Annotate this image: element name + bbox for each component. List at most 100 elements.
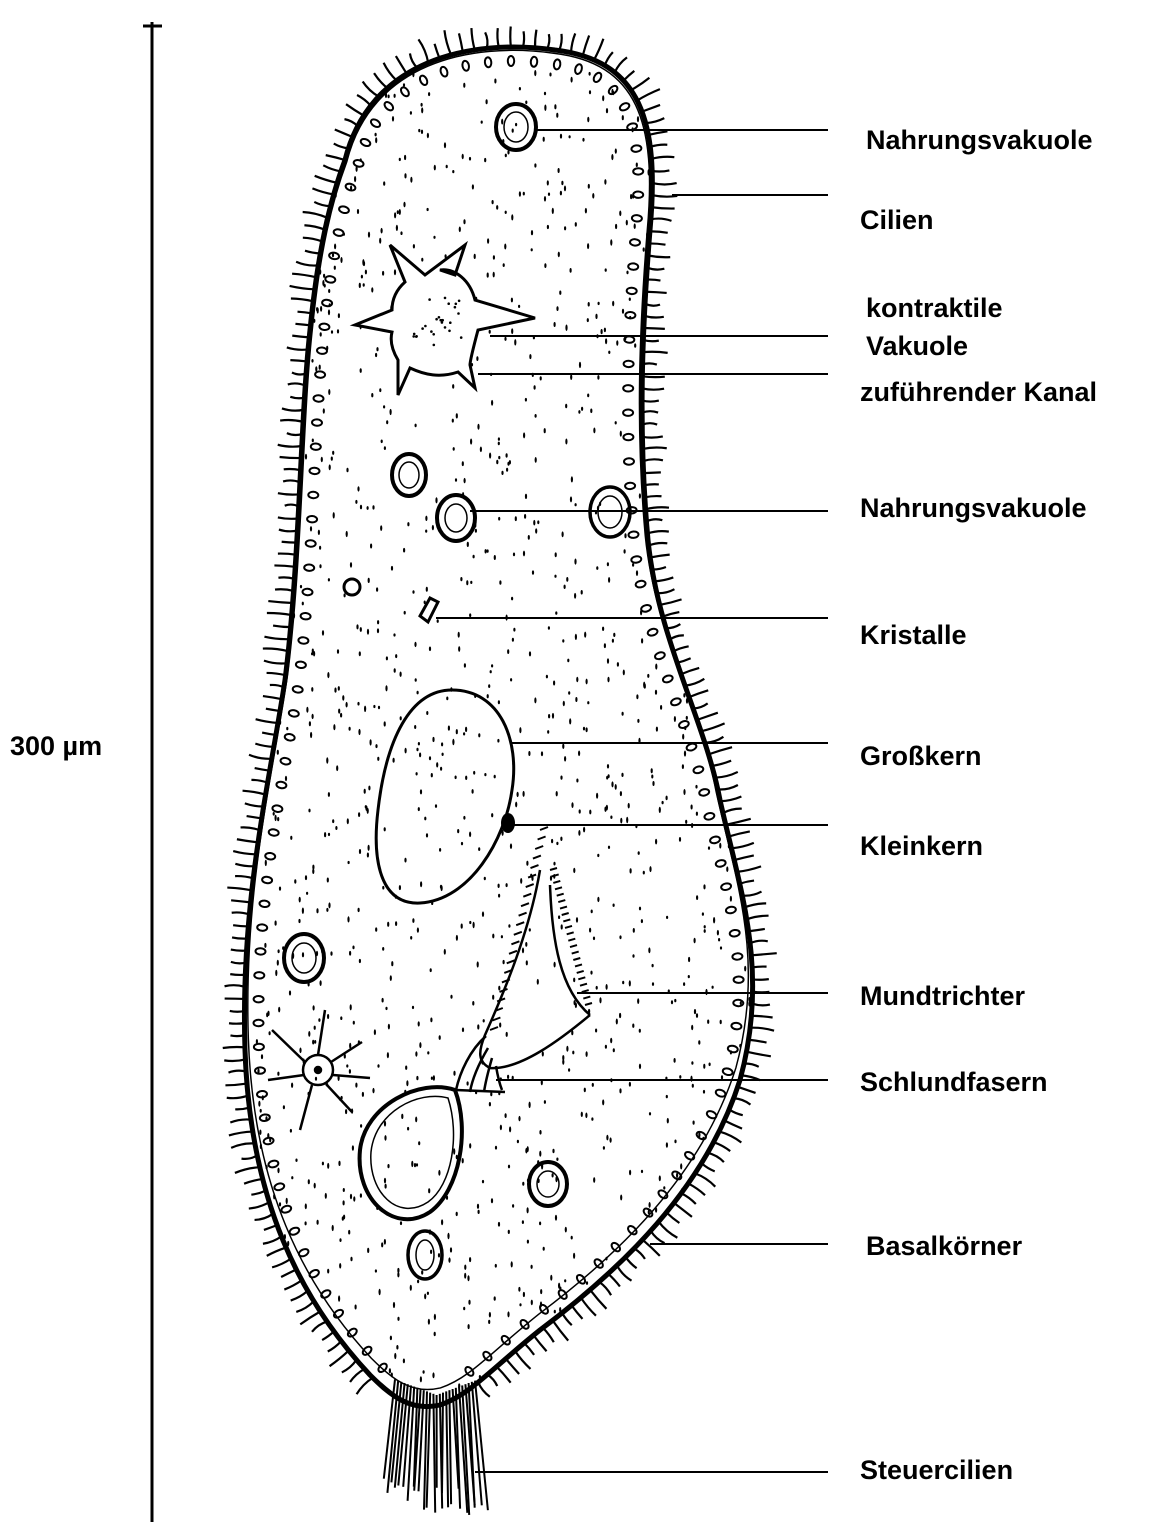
cilium [659,1222,678,1238]
cytoplasm-dot [520,878,522,884]
cytoplasm-dot [343,1188,345,1192]
cilium [674,1203,692,1217]
cytoplasm-dot [403,548,405,553]
cilium [581,1298,596,1316]
cytoplasm-dot [574,593,576,599]
cytoplasm-dot [382,998,384,1003]
cytoplasm-dot [576,677,578,682]
cytoplasm-dot [290,1129,292,1133]
basal-body [399,86,410,98]
cilium [283,480,300,482]
cytoplasm-dot [358,908,360,912]
cytoplasm-dot [365,270,367,275]
cytoplasm-dot [328,902,330,908]
cytoplasm-dot [300,585,302,588]
cytoplasm-dot [450,995,452,999]
cytoplasm-dot [332,253,334,257]
cilium [272,1259,291,1268]
cytoplasm-dot [695,785,697,789]
cytoplasm-dot [506,468,508,472]
basal-body [627,287,637,294]
cytoplasm-dot [277,750,279,755]
cytoplasm-dot [615,224,617,229]
cilium [284,469,301,470]
basal-body [360,138,372,148]
cytoplasm-dot [626,817,628,823]
cytoplasm-dot [397,1317,399,1321]
cytoplasm-dot [494,79,496,84]
cytoplasm-dot [437,619,439,623]
cytoplasm-dot [696,1013,698,1018]
basal-body [633,191,643,198]
basal-body [729,929,740,937]
cytoplasm-dot [499,580,501,584]
cytoplasm-dot [323,408,325,413]
cytoplasm-dot [497,739,499,743]
cytoplasm-dot [279,1202,281,1206]
cytoplasm-dot [291,1176,293,1179]
cytoplasm-dot [523,791,525,797]
cytoplasm-dot [430,1250,432,1254]
cytoplasm-dot [554,962,556,968]
cytoplasm-dot [662,801,664,804]
cytoplasm-dot [578,410,580,414]
cytoplasm-dot [634,223,636,229]
cytoplasm-dot [666,916,668,919]
cytoplasm-dot [630,868,632,873]
cytoplasm-dot [713,917,715,923]
cytoplasm-dot [512,638,514,642]
cytoplasm-dot [704,929,706,933]
cytoplasm-dot [342,695,344,701]
cytoplasm-dot [316,307,318,311]
cytoplasm-dot [334,266,336,270]
cytoplasm-dot [712,986,714,989]
cytoplasm-dot [318,530,320,535]
cilium [335,130,353,138]
cytoplasm-dot [622,712,624,716]
cytoplasm-dot [726,866,728,872]
cytoplasm-dot [453,447,455,451]
cytoplasm-dot [597,897,599,902]
cytoplasm-dot [302,908,304,914]
basal-body [704,812,715,821]
cilium [726,819,751,825]
cytoplasm-dot [547,225,549,229]
cytoplasm-dot [655,664,657,670]
cilium [590,1290,606,1309]
cytoplasm-dot [339,1263,341,1269]
cytoplasm-dot [489,1312,491,1318]
cytoplasm-dot [327,1014,329,1019]
cytoplasm-dot [458,646,460,652]
cytoplasm-dot [363,283,365,286]
cytoplasm-dot [602,1099,604,1105]
cytoplasm-dot [486,99,488,104]
cilium [506,1359,519,1374]
cilium [281,1270,296,1278]
cytoplasm-dot [373,705,375,708]
vacuole-dot [455,303,458,306]
cilium [231,900,250,902]
cilium [697,713,718,720]
cilium [292,274,316,278]
cytoplasm-dot [562,531,564,537]
cytoplasm-dot [574,1000,576,1005]
cytoplasm-dot [428,1319,430,1325]
cytoplasm-dot [308,809,310,813]
cytoplasm-dot [384,1135,386,1141]
cytoplasm-dot [595,1029,597,1033]
cytoplasm-dot [387,1164,389,1168]
cytoplasm-dot [349,951,351,956]
cytoplasm-dot [494,775,496,779]
cytoplasm-dot [626,220,628,226]
basal-body [693,765,704,774]
cytoplasm-dot [487,238,489,244]
cytoplasm-dot [606,984,608,990]
cytoplasm-dot [347,916,349,922]
basal-body [322,299,333,307]
cytoplasm-dot [604,328,606,333]
cytoplasm-dot [639,907,641,911]
cilium [263,648,288,651]
food-vacuole-e [529,1162,567,1206]
oral-ridge [580,984,587,986]
cytoplasm-dot [679,837,681,842]
